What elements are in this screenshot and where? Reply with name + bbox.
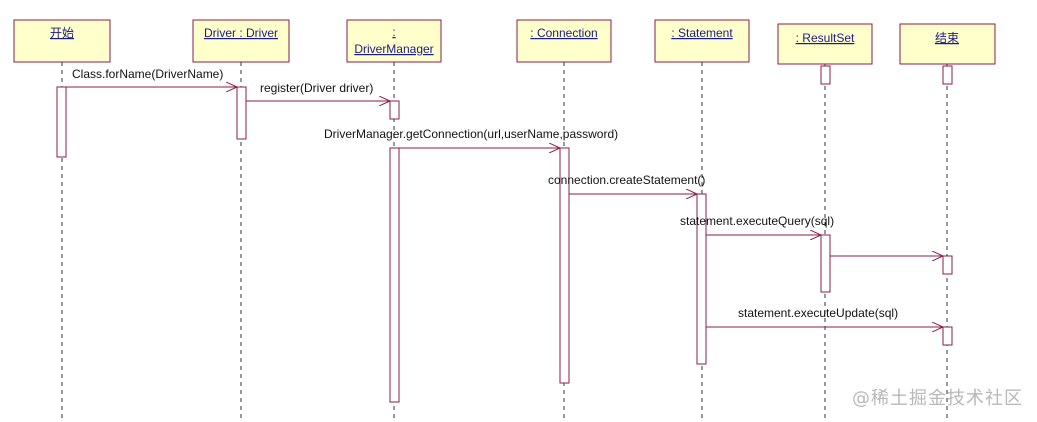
activation-connection — [559, 147, 570, 384]
object-connection-label: : Connection — [530, 26, 597, 40]
object-statement-label: : Statement — [671, 26, 733, 40]
object-driver-label: Driver : Driver — [204, 26, 278, 40]
message-execute-query: statement.executeQuery(sql) — [680, 214, 834, 235]
activation-start — [56, 86, 67, 158]
object-resultset[interactable]: : ResultSet — [777, 23, 873, 65]
object-resultset-label: : ResultSet — [796, 31, 855, 45]
object-end[interactable]: 结束 — [899, 23, 996, 65]
message-get-connection: DriverManager.getConnection(url,userName… — [324, 127, 618, 148]
object-drivermanager[interactable]: : DriverManager — [346, 19, 442, 63]
activation-end-2 — [942, 326, 953, 346]
object-driver[interactable]: Driver : Driver — [192, 19, 290, 63]
message-class-forname-label: Class.forName(DriverName) — [72, 67, 223, 81]
message-register-label: register(Driver driver) — [260, 81, 373, 95]
activation-resultset — [820, 234, 831, 293]
object-connection[interactable]: : Connection — [516, 19, 612, 63]
message-execute-update-label: statement.executeUpdate(sql) — [738, 306, 898, 320]
activation-drivermanager-2 — [389, 147, 400, 403]
object-start-label: 开始 — [50, 26, 74, 40]
activation-statement — [696, 193, 707, 365]
activation-end-top — [942, 65, 953, 85]
message-class-forname: Class.forName(DriverName) — [66, 67, 237, 87]
object-drivermanager-label: DriverManager — [354, 42, 433, 56]
message-execute-query-label: statement.executeQuery(sql) — [680, 214, 834, 228]
activation-driver — [236, 86, 247, 140]
message-create-statement: connection.createStatement() — [548, 173, 705, 194]
activation-resultset-top — [820, 65, 831, 85]
object-end-label: 结束 — [935, 31, 959, 45]
message-create-statement-label: connection.createStatement() — [548, 173, 705, 187]
object-statement[interactable]: : Statement — [654, 19, 750, 63]
watermark: @稀土掘金技术社区 — [852, 388, 1023, 409]
object-start[interactable]: 开始 — [13, 19, 111, 63]
activation-end-1 — [942, 255, 953, 275]
message-get-connection-label: DriverManager.getConnection(url,userName… — [324, 127, 618, 141]
message-execute-update: statement.executeUpdate(sql) — [706, 306, 943, 327]
message-register: register(Driver driver) — [246, 81, 390, 101]
object-drivermanager-colon: : — [392, 25, 395, 39]
activation-drivermanager-1 — [389, 100, 400, 120]
